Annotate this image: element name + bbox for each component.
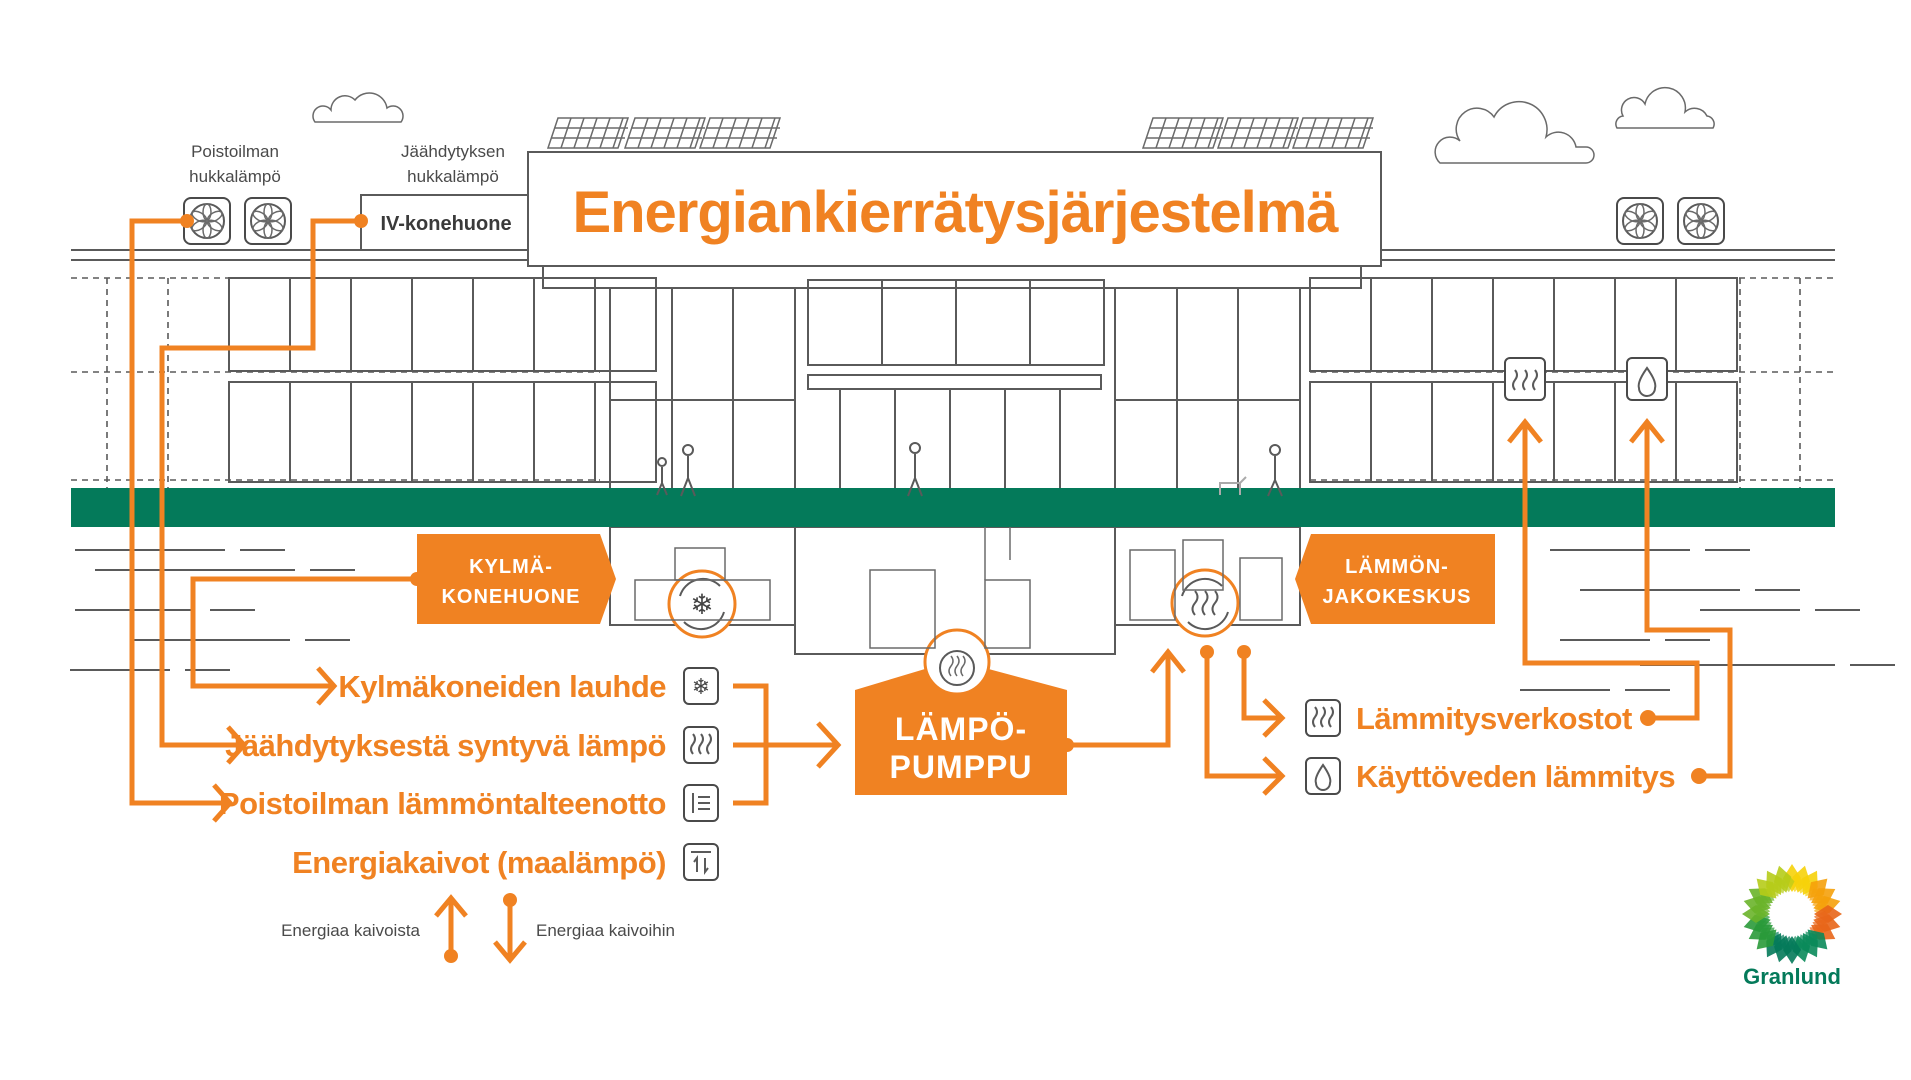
people <box>656 442 1283 497</box>
wells-to-label: Energiaa kaivoihin <box>536 921 675 940</box>
solar-panels <box>546 117 1375 149</box>
iv-room-label: IV-konehuone <box>380 213 511 235</box>
wells-from-label: Energiaa kaivoista <box>281 921 420 940</box>
svg-text:❄: ❄ <box>692 674 710 699</box>
cooling-heat-label-2: hukkalämpö <box>407 167 499 186</box>
cooling-room-label-1: KYLMÄ- <box>469 555 553 578</box>
heat-output-item: Lämmitysverkostot <box>1305 699 1632 737</box>
heating-radiator-icon <box>1504 357 1546 401</box>
heat-output-item: Käyttöveden lämmitys <box>1305 757 1676 795</box>
heat-waves-icon <box>683 726 719 764</box>
exhaust-heat-label-2: hukkalämpö <box>189 167 281 186</box>
heat-pump-badge: LÄMPÖ- PUMPPU <box>855 660 1067 795</box>
cooling-heat-label-1: Jäähdytyksen <box>401 142 505 161</box>
heat-pump-label-1: LÄMPÖ- <box>895 711 1027 747</box>
granlund-logo <box>1742 864 1842 964</box>
machinery <box>634 527 1283 649</box>
heat-source-item: Jäähdytyksestä syntyvä lämpö <box>225 726 719 764</box>
heat-source-item: Energiakaivot (maalämpö) <box>292 843 719 881</box>
cooling-room-badge: KYLMÄ- KONEHUONE <box>417 534 616 624</box>
fan-icon <box>244 197 292 245</box>
heat-exchange-icon <box>1170 568 1240 638</box>
heat-source-item: Poistoilman lämmöntalteenotto <box>219 784 719 822</box>
water-drop-icon <box>1626 357 1668 401</box>
heat-source-label: Energiakaivot (maalämpö) <box>292 845 666 880</box>
cloud-icon <box>312 86 1715 164</box>
cooling-cycle-icon: ❄ <box>667 569 737 639</box>
heat-pump-label-2: PUMPPU <box>890 749 1033 785</box>
heat-source-label: Jäähdytyksestä syntyvä lämpö <box>225 728 666 763</box>
exhaust-heat-label-1: Poistoilman <box>191 142 279 161</box>
heat-sources-list: Kylmäkoneiden lauhde ❄ Jäähdytyksestä synt… <box>219 667 719 881</box>
heat-distribution-label-1: LÄMMÖN- <box>1345 555 1449 578</box>
heat-source-item: Kylmäkoneiden lauhde ❄ <box>338 667 719 705</box>
heat-source-label: Poistoilman lämmöntalteenotto <box>219 786 666 821</box>
building-outline <box>71 151 1835 655</box>
fan-icon <box>1616 197 1664 245</box>
heat-distribution-badge: LÄMMÖN- JAKOKESKUS <box>1295 534 1495 624</box>
ground-band <box>71 488 1835 527</box>
heat-output-label: Käyttöveden lämmitys <box>1356 759 1675 794</box>
snowflake-icon: ❄ <box>683 667 719 705</box>
heat-source-label: Kylmäkoneiden lauhde <box>338 669 666 704</box>
heat-distribution-label-2: JAKOKESKUS <box>1323 586 1472 608</box>
water-drop-icon <box>1305 757 1341 795</box>
heat-waves-icon <box>1305 699 1341 737</box>
svg-text:❄: ❄ <box>690 589 713 620</box>
ground-wells-icon <box>683 843 719 881</box>
ground-lines <box>70 549 1895 691</box>
flow-lines <box>129 214 1733 964</box>
heat-recovery-icon <box>683 784 719 822</box>
page-title: Energiankierrätysjärjestelmä <box>572 180 1339 245</box>
heat-pump-icon <box>923 628 991 696</box>
heat-output-label: Lämmitysverkostot <box>1356 701 1632 736</box>
fan-icon <box>1677 197 1725 245</box>
logo-text: Granlund <box>1743 964 1841 989</box>
cooling-room-label-2: KONEHUONE <box>441 586 580 608</box>
